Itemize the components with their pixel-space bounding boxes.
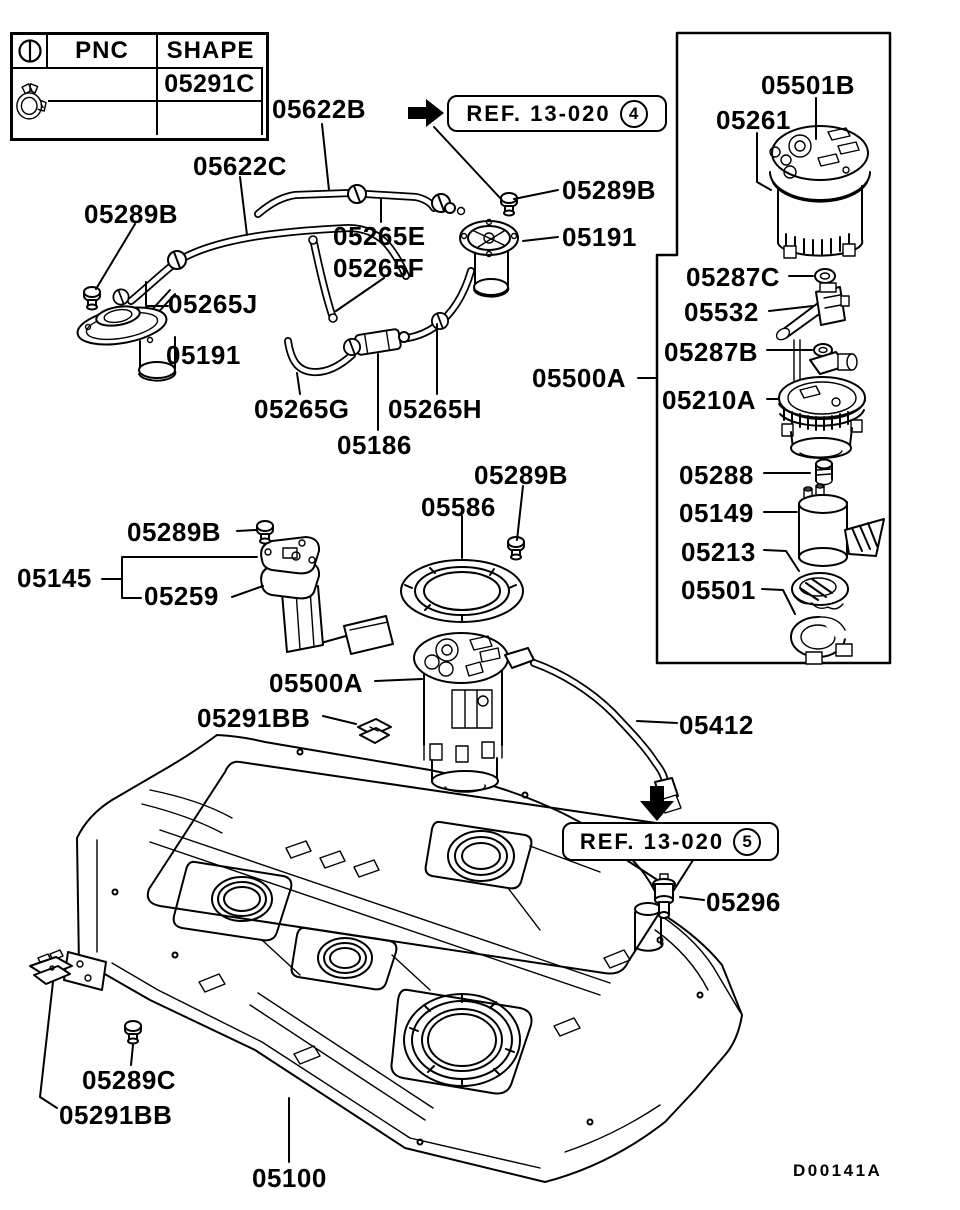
part-label-05289b-4: 05289B (127, 517, 222, 547)
fuel-gauge-unit-left (76, 289, 177, 382)
empty-cell (158, 102, 263, 135)
clip-05291BB-middle (357, 718, 392, 744)
drawing-code: D00141A (793, 1161, 883, 1180)
part-label-05265j: 05265J (168, 289, 258, 319)
part-label-05265g: 05265G (254, 394, 350, 424)
fuel-valve-05186 (354, 328, 402, 356)
part-label-05145: 05145 (17, 563, 92, 593)
part-label-05289b-2: 05289B (562, 175, 657, 205)
ref-text: REF. 13-020 (466, 100, 611, 126)
class-symbol-cell (13, 35, 48, 69)
ref-note-13-020-5: REF. 13-020 5 (562, 822, 779, 861)
part-label-05288: 05288 (679, 460, 754, 490)
part-label-05191-2: 05191 (166, 340, 241, 370)
part-label-05532: 05532 (684, 297, 759, 327)
part-label-05100: 05100 (252, 1163, 327, 1193)
gasket-ring-05586 (400, 559, 524, 623)
ref-circle-number: 5 (733, 827, 762, 856)
hose-clamp-icon (16, 83, 47, 120)
ref-text: REF. 13-020 (579, 828, 725, 854)
part-label-05265e: 05265E (333, 221, 426, 251)
part-label-05296: 05296 (706, 887, 781, 917)
part-label-05259: 05259 (144, 581, 219, 611)
shape-cell (13, 69, 48, 135)
clip-05291BB-left (29, 949, 73, 985)
part-label-05289b-1: 05289B (84, 199, 179, 229)
empty-cell (48, 102, 158, 135)
ref-circle-number: 4 (619, 99, 648, 128)
pnc-header: PNC (48, 35, 158, 69)
part-label-05287b: 05287B (664, 337, 759, 367)
part-label-05501b: 05501B (761, 70, 856, 100)
part-label-05289b-3: 05289B (474, 460, 569, 490)
part-label-05500a-2: 05500A (532, 363, 627, 393)
part-label-05191-1: 05191 (562, 222, 637, 252)
part-label-05265h: 05265H (388, 394, 483, 424)
leader-lines (39, 97, 817, 1163)
part-label-05500a-1: 05500A (269, 668, 364, 698)
part-label-05501: 05501 (681, 575, 756, 605)
part-label-05265f: 05265F (333, 253, 425, 283)
empty-cell (48, 69, 158, 102)
fuel-pump-module-05500A (413, 632, 682, 814)
part-label-05412: 05412 (679, 710, 754, 740)
part-label-05186: 05186 (337, 430, 412, 460)
fuel-tank-drawing (63, 734, 743, 1183)
ref-note-13-020-4: REF. 13-020 4 (447, 95, 667, 132)
part-label-05149: 05149 (679, 498, 754, 528)
arrow-right-icon (408, 99, 444, 127)
pnc-value: 05291C (158, 69, 263, 102)
part-label-05586: 05586 (421, 492, 496, 522)
part-label-05261: 05261 (716, 105, 791, 135)
part-label-05289c: 05289C (82, 1065, 177, 1095)
part-label-05287c: 05287C (686, 262, 781, 292)
fuel-gauge-unit-right (459, 218, 519, 298)
part-label-05210a: 05210A (662, 385, 757, 415)
part-label-05291bb-2: 05291BB (59, 1100, 173, 1130)
check-valve-05296 (652, 873, 676, 919)
part-label-05213: 05213 (681, 537, 756, 567)
part-label-05622b: 05622B (272, 94, 367, 124)
circled-bar-icon (17, 39, 42, 63)
part-label-05622c: 05622C (193, 151, 288, 181)
arrow-down-icon (640, 786, 674, 821)
pnc-shape-table: PNC SHAPE 05291C (10, 32, 269, 141)
shape-header: SHAPE (158, 35, 263, 69)
pump-detail-panel (655, 31, 892, 665)
sender-assembly-05145 (260, 536, 394, 655)
part-label-05291bb-1: 05291BB (197, 703, 311, 733)
